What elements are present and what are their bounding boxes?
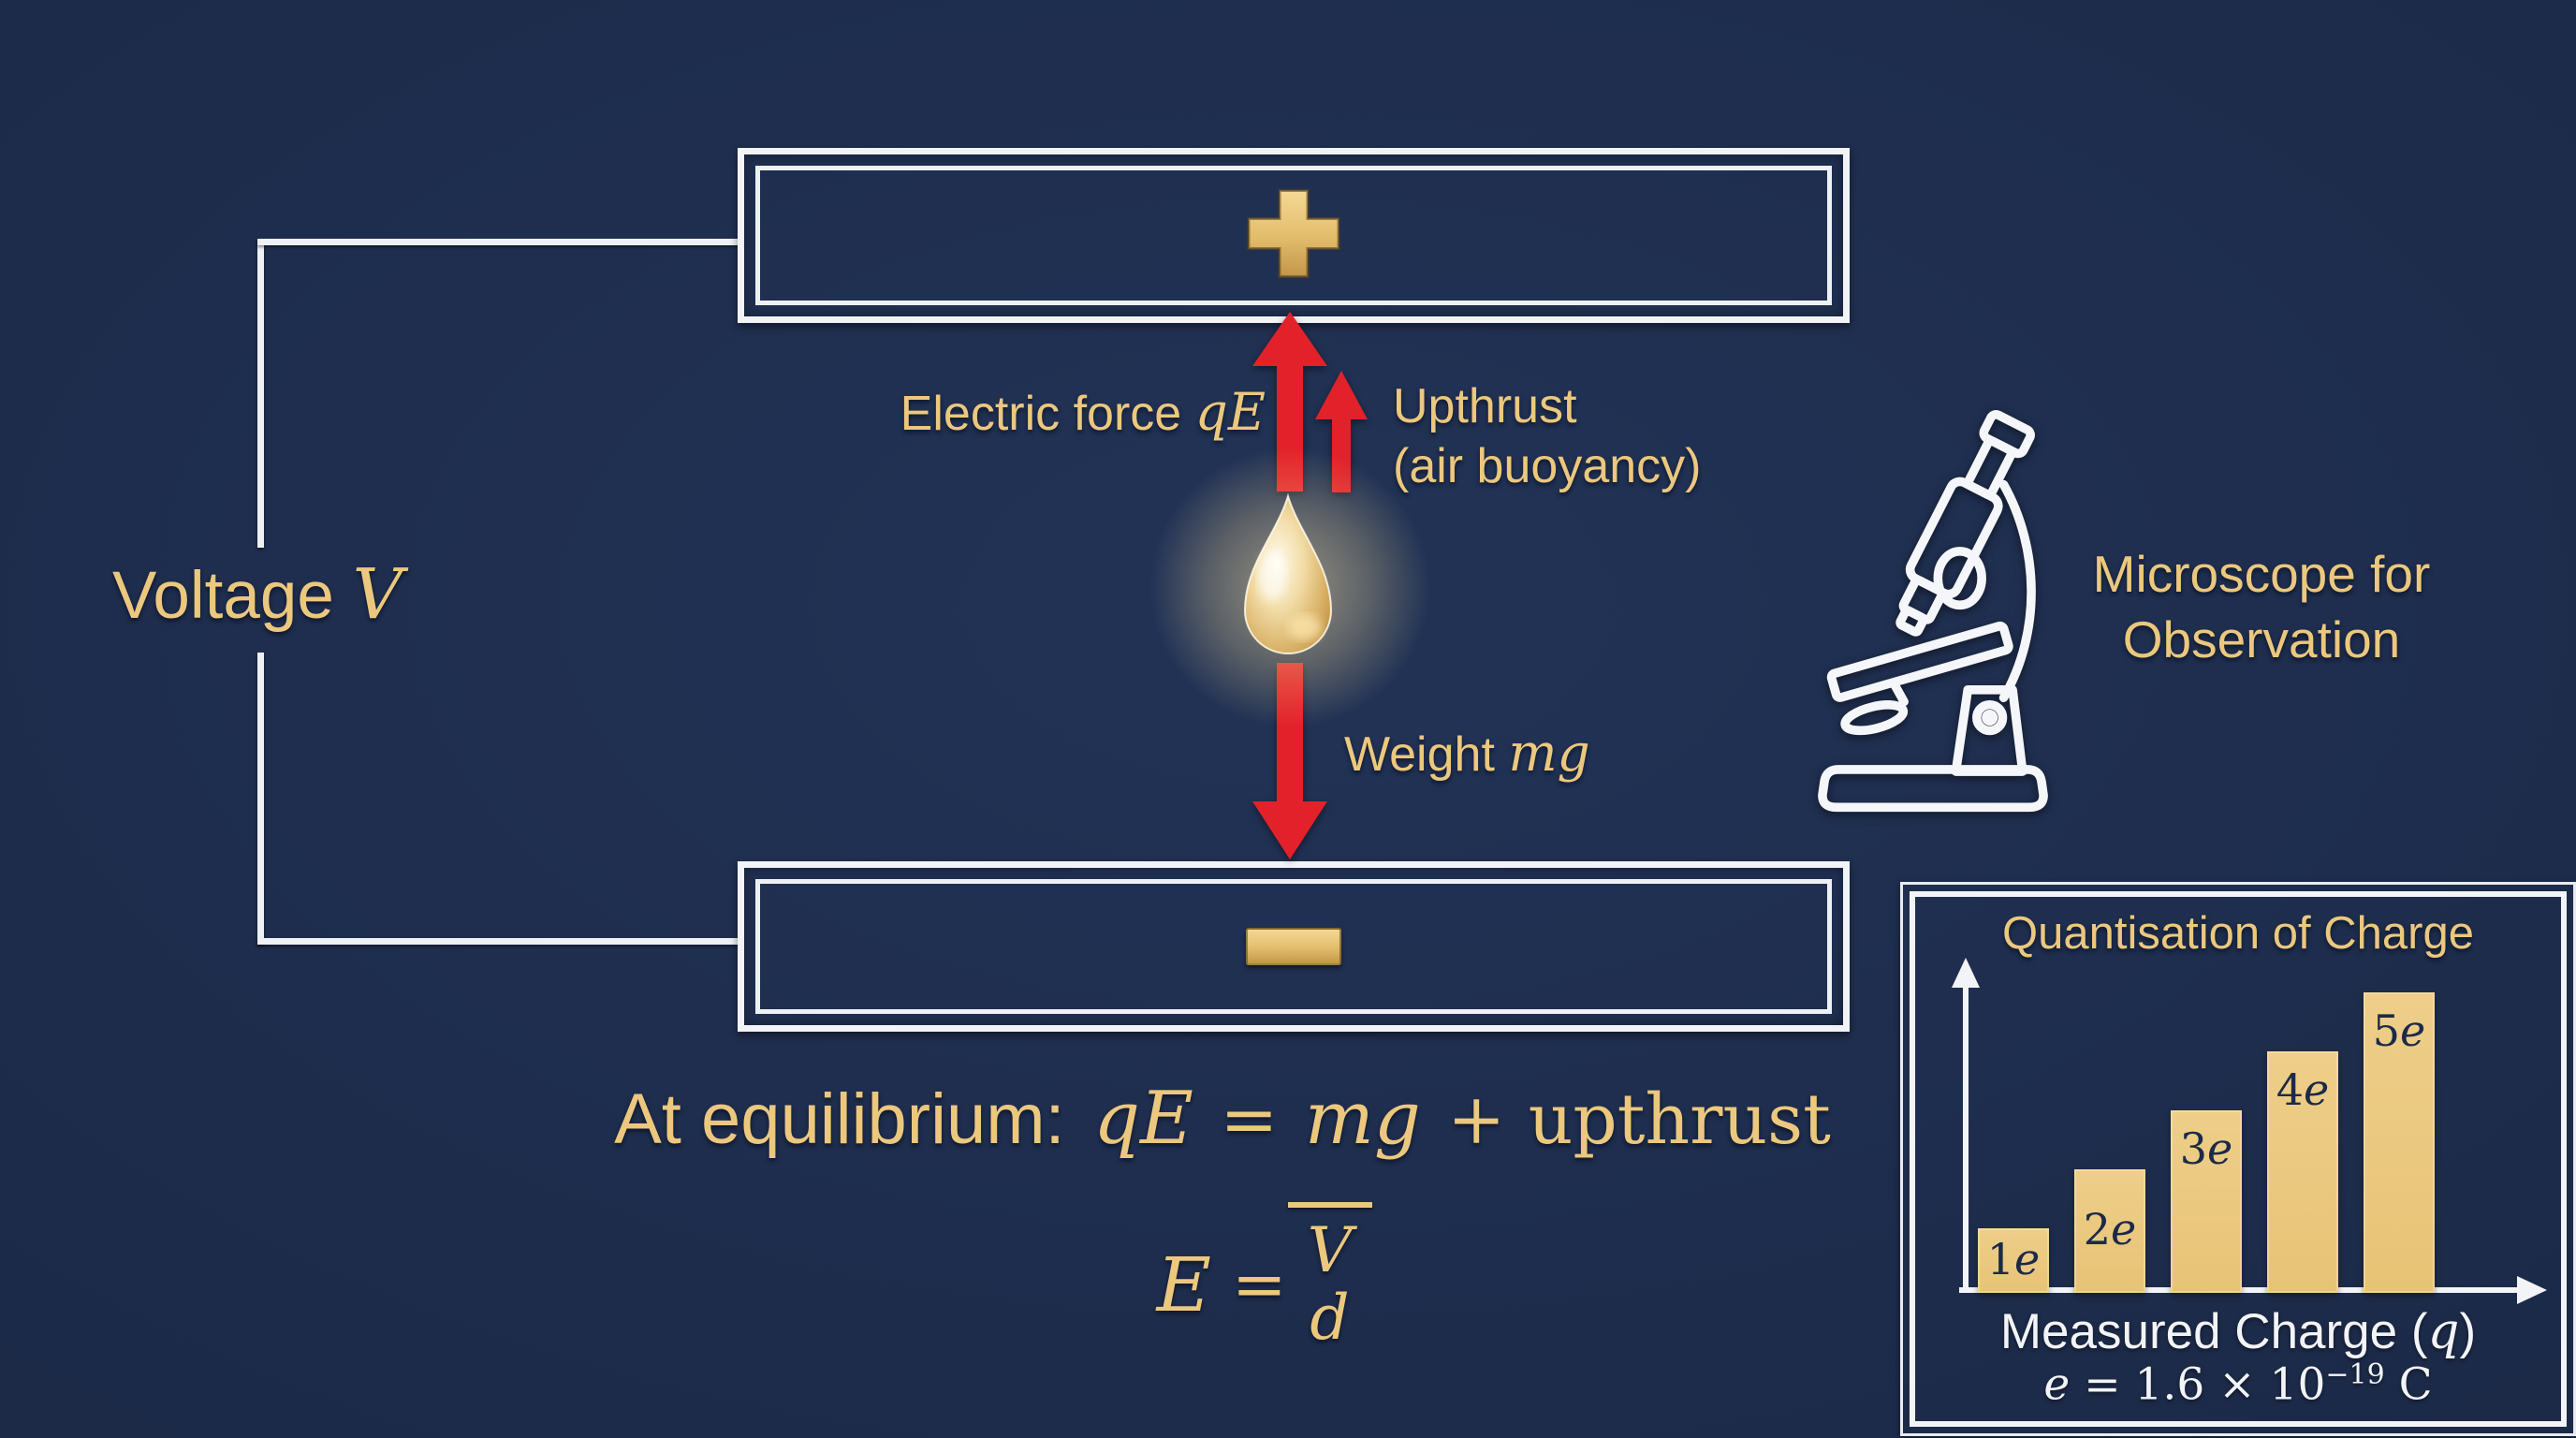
- plus-operator: +: [1447, 1079, 1506, 1160]
- microscope-caption-line2: Observation: [2122, 610, 2401, 668]
- equilibrium-equation: At equilibrium: qE = mg + upthrust: [595, 1077, 1850, 1161]
- bottom-plate-inner-frame: [755, 879, 1832, 1014]
- electric-force-text: Electric force: [900, 387, 1182, 441]
- elementary-charge-value: e = 1.6 × 10−19 C: [1903, 1358, 2573, 1411]
- equation-prefix: At equilibrium:: [614, 1079, 1065, 1159]
- oil-drop: [1243, 492, 1333, 654]
- quantisation-chart: Quantisation of Charge 1e 2e 3e 4e 5e Measur…: [1900, 882, 2576, 1436]
- wire-vertical-lower: [257, 653, 264, 945]
- bar-label-1e: 1e: [1986, 1233, 2041, 1284]
- equation-term2: upthrust: [1528, 1079, 1831, 1160]
- voltage-symbol: V: [352, 554, 403, 635]
- x-axis-arrowhead-icon: [2517, 1276, 2547, 1304]
- charge-equals: =: [2084, 1358, 2121, 1411]
- y-axis: [1963, 986, 1969, 1291]
- chart-title: Quantisation of Charge: [2002, 908, 2474, 959]
- upthrust-line2: (air buoyancy): [1393, 439, 1702, 493]
- x-axis-label-symbol: q: [2427, 1303, 2460, 1360]
- wire-horizontal-top: [257, 239, 741, 245]
- weight-symbol: mg: [1508, 723, 1590, 783]
- wire-vertical-upper: [257, 239, 264, 548]
- bar-4e: 4e: [2267, 1051, 2338, 1293]
- upthrust-line1: Upthrust: [1393, 379, 1577, 433]
- wire-horizontal-bottom: [257, 938, 741, 945]
- charge-exponent: −19: [2325, 1358, 2385, 1391]
- bar-label-4e: 4e: [2276, 1064, 2330, 1115]
- bar-5e: 5e: [2364, 992, 2435, 1293]
- upthrust-label: Upthrust (air buoyancy): [1393, 376, 1701, 496]
- bar-label-2e: 2e: [2083, 1204, 2137, 1255]
- fraction-numerator: V: [1307, 1214, 1353, 1286]
- x-axis-label-close: ): [2459, 1304, 2477, 1359]
- bar-2e: 2e: [2074, 1169, 2145, 1293]
- plus-icon: [1247, 188, 1340, 278]
- field-equals: =: [1232, 1246, 1287, 1323]
- plus-sign: [1247, 188, 1340, 283]
- weight-text: Weight: [1344, 727, 1495, 782]
- charge-mantissa: 1.6 × 10: [2134, 1358, 2326, 1411]
- x-axis-label: Measured Charge (q): [1903, 1303, 2573, 1360]
- microscope-icon: [1818, 410, 2048, 813]
- equation-term1: mg: [1304, 1077, 1421, 1161]
- bar-3e: 3e: [2171, 1110, 2242, 1293]
- equation-lhs: qE: [1093, 1077, 1193, 1161]
- microscope-caption: Microscope for Observation: [2009, 541, 2514, 672]
- voltage-label: Voltage V: [37, 554, 477, 635]
- bars: 1e 2e 3e 4e 5e: [1903, 885, 2573, 1433]
- bar-label-5e: 5e: [2372, 1005, 2426, 1056]
- bar-1e: 1e: [1978, 1228, 2049, 1293]
- field-lhs: E: [1156, 1240, 1212, 1328]
- microscope-caption-line1: Microscope for: [2092, 545, 2431, 603]
- weight-label: Weight mg: [1344, 723, 1590, 785]
- x-axis-label-text: Measured Charge (: [1999, 1304, 2428, 1359]
- minus-sign: [1246, 928, 1341, 965]
- top-plate: [738, 148, 1850, 323]
- y-axis-arrowhead-icon: [1952, 958, 1980, 988]
- chart-frame: [1910, 891, 2567, 1427]
- charge-unit: C: [2398, 1358, 2433, 1411]
- fraction: V d: [1287, 1202, 1372, 1354]
- field-equation: E = V d: [1076, 1202, 1432, 1354]
- voltage-word: Voltage: [111, 559, 334, 633]
- bottom-plate: [738, 861, 1850, 1032]
- bar-label-3e: 3e: [2179, 1123, 2233, 1174]
- electric-force-symbol: qE: [1194, 382, 1266, 442]
- fraction-bar: [1287, 1202, 1372, 1208]
- electric-force-label: Electric force qE: [824, 382, 1266, 444]
- equals-sign: =: [1220, 1079, 1279, 1160]
- top-plate-inner-frame: [755, 166, 1832, 305]
- charge-symbol: e: [2043, 1358, 2071, 1411]
- fraction-denominator: d: [1310, 1282, 1350, 1354]
